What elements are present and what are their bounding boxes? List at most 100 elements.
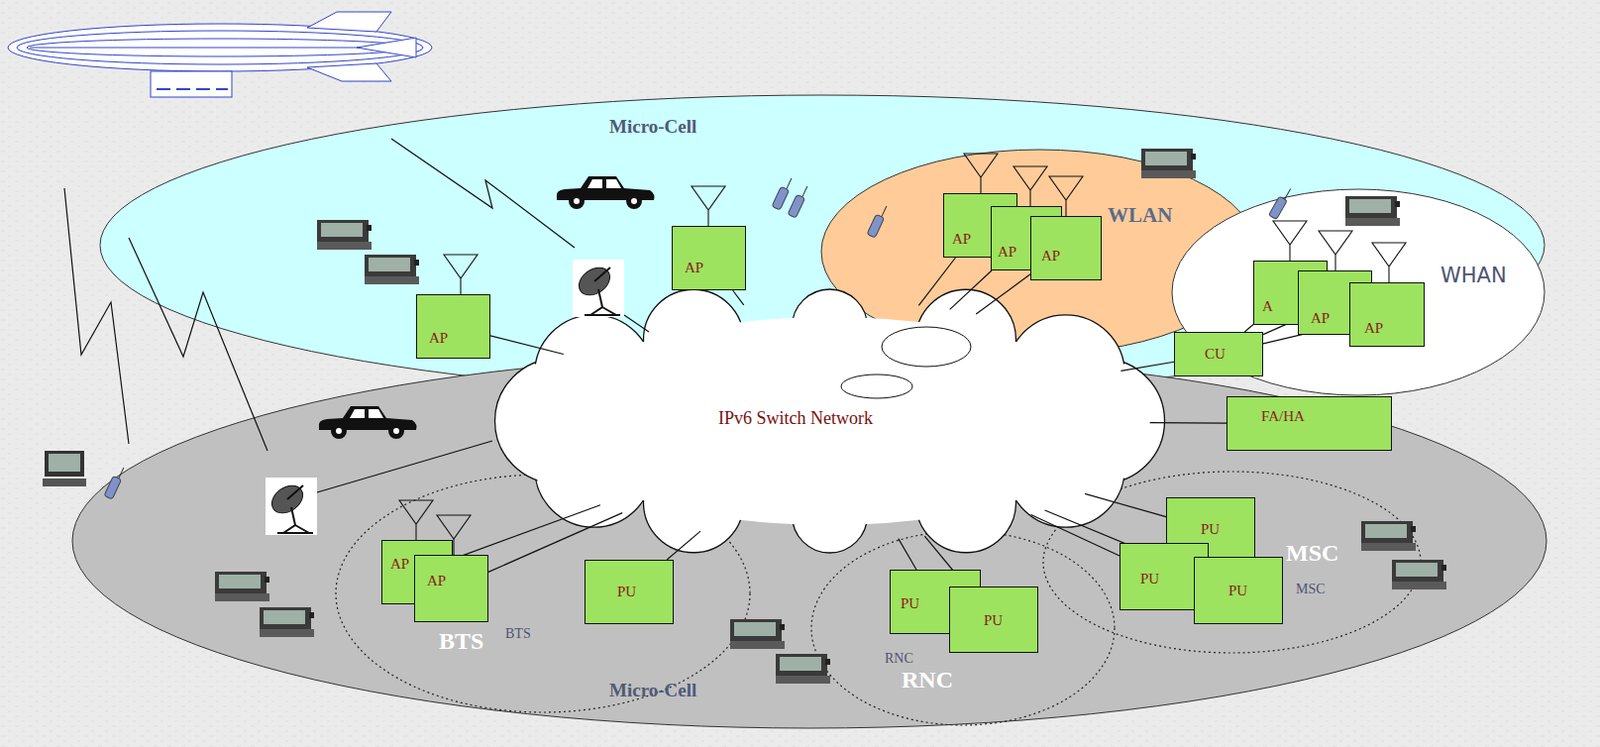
text-holder: PU — [983, 611, 1003, 630]
text-holder: RNC — [901, 666, 954, 695]
box-label: AP — [1041, 247, 1061, 265]
antenna — [436, 515, 471, 555]
region-label: BTS — [505, 626, 532, 642]
box-label: PU — [1140, 570, 1160, 588]
text-holder: RNC — [884, 648, 914, 667]
access-point: AP — [414, 554, 489, 623]
network-link — [1244, 324, 1254, 332]
laptop-icon — [1361, 521, 1416, 551]
region-label: WHAN — [1440, 263, 1507, 288]
desktop-icon — [42, 450, 87, 487]
radio-link — [64, 188, 129, 444]
text-holder: AP — [1041, 246, 1061, 265]
text-holder: AP — [1310, 309, 1330, 327]
text-holder: PU — [617, 582, 637, 601]
radio-link — [317, 440, 493, 493]
network-link — [490, 335, 564, 355]
region-label: MSC — [1285, 539, 1339, 568]
antenna — [443, 254, 478, 295]
laptop-icon — [364, 254, 420, 285]
laptop-icon — [214, 571, 270, 602]
phone-icon — [1269, 186, 1294, 220]
car-icon — [556, 176, 655, 210]
antenna — [1273, 220, 1307, 261]
text-holder: FA/HA — [1261, 407, 1305, 426]
box-label: AP — [1364, 320, 1384, 337]
text-holder: WLAN — [1107, 203, 1173, 227]
phone-icon — [104, 464, 127, 500]
text-holder: AP — [684, 258, 704, 277]
network-link — [1263, 319, 1298, 334]
laptop-icon — [259, 607, 315, 638]
text-holder: AP — [1364, 319, 1384, 337]
box-label: AP — [390, 555, 410, 573]
text-holder: CU — [1204, 344, 1226, 363]
network-link — [666, 531, 701, 560]
phone-icon — [866, 203, 890, 238]
antenna — [963, 153, 998, 194]
region-label: IPv6 Switch Network — [718, 408, 873, 429]
box-label: AP — [426, 572, 446, 590]
radio-link — [391, 138, 575, 248]
text-holder: AP — [426, 571, 446, 590]
processing-unit: PU — [949, 586, 1039, 653]
text-holder: PU — [900, 594, 920, 613]
text-holder: A — [1262, 297, 1274, 316]
text-holder: WHAN — [1440, 263, 1507, 288]
region-label: RNC — [884, 650, 914, 667]
box-label: PU — [983, 612, 1003, 630]
antenna — [1049, 176, 1083, 216]
network-link — [1150, 422, 1227, 425]
dotted-area — [811, 531, 1115, 726]
access-point: AP — [1349, 282, 1425, 347]
processing-unit: PU — [584, 559, 674, 625]
laptop-icon — [730, 619, 785, 649]
box-label: PU — [900, 595, 920, 613]
box-label: AP — [952, 230, 971, 248]
region-label: Micro-Cell — [609, 679, 697, 702]
box-label: PU — [617, 583, 637, 601]
phone-icon — [771, 175, 795, 211]
access-point: AP — [671, 225, 747, 291]
text-holder: PU — [1140, 569, 1160, 588]
network-link — [733, 290, 745, 306]
access-point: AP — [416, 294, 491, 359]
network-link — [950, 270, 992, 310]
region-ellipse — [1172, 189, 1545, 396]
text-holder: Micro-Cell — [609, 115, 697, 138]
network-link — [924, 535, 966, 587]
region-label: WLAN — [1107, 203, 1173, 227]
cloud-shape — [495, 289, 1166, 553]
antenna — [1372, 242, 1406, 283]
box-label: PU — [1200, 521, 1220, 538]
satellite-dish — [265, 477, 318, 535]
agent-box: FA/HA — [1226, 396, 1392, 451]
antenna — [399, 500, 433, 540]
box-label: PU — [1228, 582, 1248, 600]
box-label: AP — [1310, 310, 1330, 327]
laptop-icon — [1141, 148, 1196, 179]
text-holder: MSC — [1295, 579, 1326, 598]
text-holder: Micro-Cell — [609, 679, 697, 702]
text-holder: AP — [997, 242, 1017, 261]
network-link — [1263, 322, 1350, 343]
text-holder: IPv6 Switch Network — [718, 408, 873, 429]
region-label: MSC — [1295, 581, 1326, 598]
box-label: AP — [428, 329, 448, 347]
text-holder: PU — [1200, 520, 1220, 538]
network-link — [918, 257, 956, 306]
text-holder: MSC — [1285, 539, 1339, 568]
box-label: A — [1262, 298, 1274, 316]
antenna — [691, 186, 726, 226]
rnc-area: RNCRNC PU PU — [810, 530, 1116, 727]
car-icon — [319, 406, 418, 439]
satellite-dish — [572, 259, 625, 318]
text-holder: BTS — [438, 628, 484, 656]
text-holder: AP — [390, 554, 410, 573]
box-label: AP — [997, 243, 1017, 261]
box-label: CU — [1204, 345, 1226, 363]
laptop-icon — [1391, 559, 1447, 590]
laptop-icon — [317, 219, 372, 250]
